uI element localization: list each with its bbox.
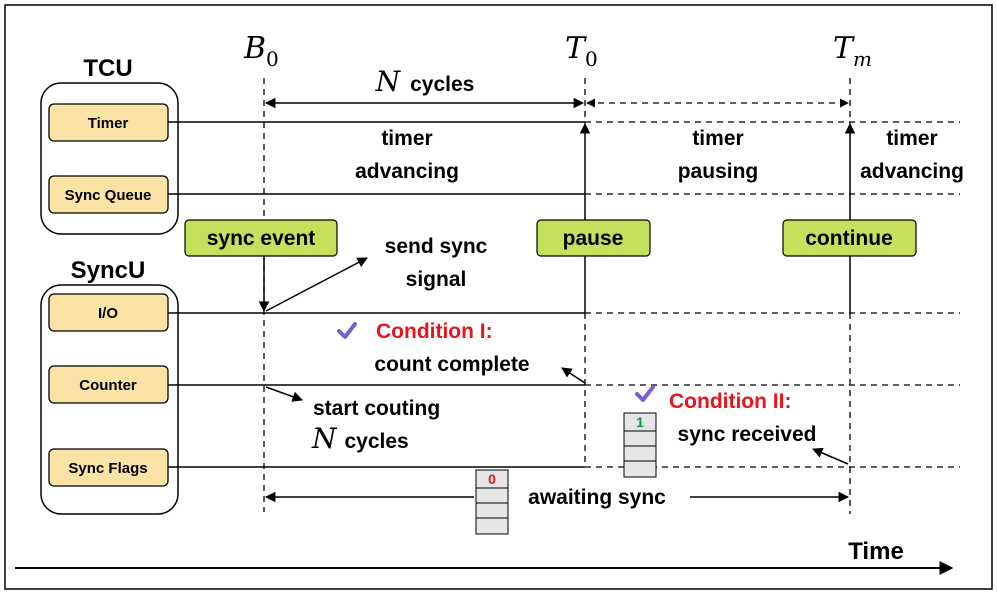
sync-event-box bbox=[184, 219, 338, 257]
marker-tm: Tm bbox=[833, 31, 872, 71]
continue-event-box bbox=[782, 219, 917, 257]
marker-b0: B0 bbox=[243, 31, 279, 71]
condition2-check-icon bbox=[635, 385, 655, 402]
sync-queue-module-label: Sync Queue bbox=[65, 187, 152, 204]
counter-module-label: Counter bbox=[79, 377, 137, 394]
condition2-detail: sync received bbox=[678, 423, 817, 446]
flag-value-zero: 0 bbox=[488, 471, 496, 487]
timer-module-label: Timer bbox=[88, 115, 129, 132]
flag-value-one: 1 bbox=[636, 414, 644, 430]
count-complete-arrow bbox=[561, 367, 586, 384]
sync-flag-stack-1: 1 bbox=[623, 412, 657, 478]
outer-frame bbox=[4, 4, 993, 590]
pause-event-box bbox=[536, 219, 651, 257]
send-signal-arrow bbox=[265, 257, 368, 312]
sync-flags-module-label: Sync Flags bbox=[68, 460, 147, 477]
tcu-title: TCU bbox=[83, 55, 132, 82]
continue-event-label: continue bbox=[805, 227, 893, 250]
start-counting-arrow bbox=[265, 386, 303, 402]
awaiting-sync-label: awaiting sync bbox=[528, 486, 666, 509]
condition1-check-icon bbox=[337, 322, 357, 339]
syncu-title: SyncU bbox=[71, 257, 146, 284]
sync-flag-stack-0: 0 bbox=[475, 469, 509, 535]
pause-event-label: pause bbox=[563, 227, 624, 250]
sync-event-label: sync event bbox=[207, 227, 316, 250]
time-axis-label: Time bbox=[848, 538, 904, 565]
condition1-title: Condition I: bbox=[376, 320, 493, 343]
condition2-title: Condition II: bbox=[669, 390, 791, 413]
condition1-detail: count complete bbox=[374, 353, 529, 376]
start-counting-label: start couting bbox=[313, 397, 440, 420]
marker-t0: T0 bbox=[565, 31, 598, 71]
sync-received-arrow bbox=[812, 447, 849, 465]
io-module-label: I/O bbox=[98, 305, 118, 322]
